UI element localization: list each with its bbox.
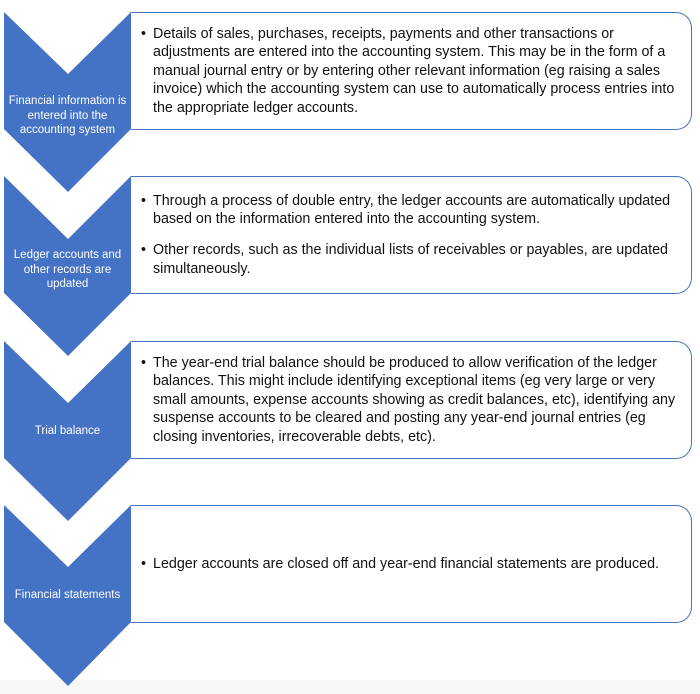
step-3-label: Trial balance <box>34 424 101 437</box>
bullet-text: Other records, such as the individual li… <box>153 242 668 277</box>
bullet-icon: • <box>141 192 147 209</box>
bullet-item: • Other records, such as the individual … <box>141 241 677 278</box>
bottom-band <box>0 680 700 694</box>
step-2-description-box: • Through a process of double entry, the… <box>131 176 692 294</box>
bullet-text: Details of sales, purchases, receipts, p… <box>153 25 675 116</box>
bullet-item: • Details of sales, purchases, receipts,… <box>141 25 677 118</box>
bullet-text: Ledger accounts are closed off and year-… <box>153 555 660 572</box>
bullet-item: • Ledger accounts are closed off and yea… <box>141 555 677 574</box>
chevron-step-3 <box>4 341 131 521</box>
step-2-label: Ledger accounts and other records are up… <box>13 249 122 291</box>
bullet-icon: • <box>141 25 147 42</box>
chevron-step-1 <box>4 12 131 192</box>
bullet-item: • The year-end trial balance should be p… <box>141 354 677 447</box>
chevron-step-4 <box>4 505 131 686</box>
step-4-description-box: • Ledger accounts are closed off and yea… <box>131 505 692 623</box>
step-1-label: Financial information is entered into th… <box>8 95 127 137</box>
bullet-item: • Through a process of double entry, the… <box>141 192 677 229</box>
bullet-icon: • <box>141 354 147 371</box>
chevron-step-2 <box>4 176 131 356</box>
step-4-label: Financial statements <box>14 588 121 601</box>
bullet-icon: • <box>141 242 147 258</box>
bullet-icon: • <box>141 555 147 572</box>
bullet-text: The year-end trial balance should be pro… <box>153 354 676 445</box>
bullet-text: Through a process of double entry, the l… <box>153 192 671 228</box>
step-3-description-box: • The year-end trial balance should be p… <box>131 341 692 459</box>
step-1-description-box: • Details of sales, purchases, receipts,… <box>131 12 692 130</box>
